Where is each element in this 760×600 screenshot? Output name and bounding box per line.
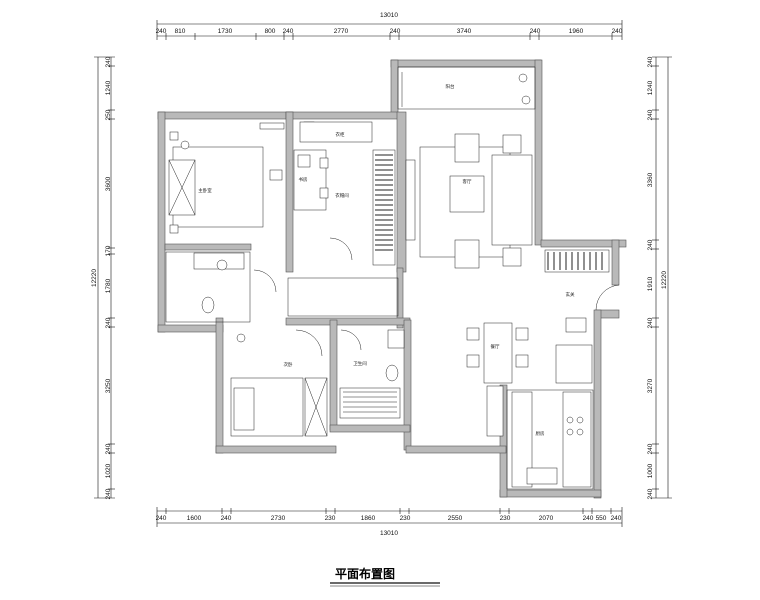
bottom-dim-7: 230 [400,515,411,522]
left-dim-6: 1780 [105,278,112,293]
dressing-room: 衣帽间 衣柜 [299,121,396,266]
bottom-dim-9: 230 [500,515,511,522]
right-dimension-chain: 240 1240 240 3360 240 1910 240 3270 240 … [647,56,672,499]
right-dim-3: 240 [647,109,654,120]
bottom-dim-10: 2070 [539,515,554,522]
top-dim-6: 2770 [334,28,349,35]
top-dimension-chain: 13010 240 810 1730 800 240 2770 240 3740… [156,12,623,40]
bottom-dim-5: 230 [325,515,336,522]
bottom-dim-1: 240 [156,515,167,522]
left-dim-11: 240 [105,488,112,499]
bathroom-label: 卫生间 [353,360,367,367]
left-dim-4: 3600 [105,176,112,191]
dressing-label: 衣帽间 [335,192,349,199]
master-bedroom-label: 主卧室 [198,187,212,194]
entrance-label: 玄关 [566,291,575,298]
left-dim-10: 1020 [105,463,112,478]
cloakroom-label: 衣柜 [336,131,345,138]
top-dim-1: 240 [156,28,167,35]
bottom-dim-12: 550 [596,515,607,522]
right-total-dim: 12220 [661,271,668,289]
top-total-dim: 13010 [380,12,398,19]
left-total-dim: 12220 [91,269,98,287]
right-dim-8: 3270 [647,378,654,393]
balcony-top: 阳台 [397,66,536,110]
corridor [287,277,399,317]
bottom-total-dim: 13010 [380,530,398,537]
right-dim-6: 1910 [647,276,654,291]
bottom-dimension-chain: 240 1600 240 2730 230 1860 230 2550 230 … [156,507,623,537]
master-bedroom: 主卧室 [168,122,285,234]
top-dim-3: 1730 [218,28,233,35]
bottom-dim-3: 240 [221,515,232,522]
kitchen: 厨房 [506,389,594,490]
left-dim-9: 240 [105,443,112,454]
left-dim-5: 170 [105,245,112,256]
bottom-dim-8: 2550 [448,515,463,522]
right-dim-10: 1000 [647,463,654,478]
living-room: 客厅 [405,133,533,269]
top-dim-4: 800 [265,28,276,35]
dining-room: 餐厅 [466,317,593,437]
drawing-title-block: 平面布置图 [330,566,440,587]
bottom-dim-4: 2730 [271,515,286,522]
right-dim-5: 240 [647,239,654,250]
bathroom: 卫生间 [339,329,405,419]
right-dim-1: 240 [647,56,654,67]
right-dim-7: 240 [647,317,654,328]
left-dim-8: 3250 [105,378,112,393]
bottom-dim-11: 240 [583,515,594,522]
top-dim-11: 240 [612,28,623,35]
kitchen-label: 厨房 [536,430,545,437]
study: 书房 [293,121,329,211]
study-label: 书房 [299,176,308,183]
top-dim-7: 240 [390,28,401,35]
second-bedroom-label: 次卧 [284,361,293,368]
left-dimension-chain: 12220 240 1240 250 3600 170 1780 240 325… [91,56,115,499]
top-dim-10: 1960 [569,28,584,35]
top-dim-5: 240 [283,28,294,35]
top-dim-2: 810 [175,28,186,35]
balcony-label: 阳台 [446,83,455,90]
drawing-title: 平面布置图 [335,566,395,581]
bottom-dim-13: 240 [611,515,622,522]
left-dim-1: 240 [105,56,112,67]
right-dim-9: 240 [647,443,654,454]
left-dim-2: 1240 [105,80,112,95]
walls [157,59,627,499]
right-dim-4: 3360 [647,172,654,187]
right-dim-11: 240 [647,488,654,499]
left-dim-3: 250 [105,109,112,120]
living-room-label: 客厅 [463,178,472,185]
top-dim-8: 3740 [457,28,472,35]
entrance: 玄关 [544,249,620,311]
left-dim-7: 240 [105,317,112,328]
master-bath [165,251,277,323]
second-bedroom: 次卧 [230,329,328,437]
bottom-dim-6: 1860 [361,515,376,522]
right-dim-2: 1240 [647,80,654,95]
dining-label: 餐厅 [491,343,500,350]
bottom-dim-2: 1600 [187,515,202,522]
top-dim-9: 240 [530,28,541,35]
